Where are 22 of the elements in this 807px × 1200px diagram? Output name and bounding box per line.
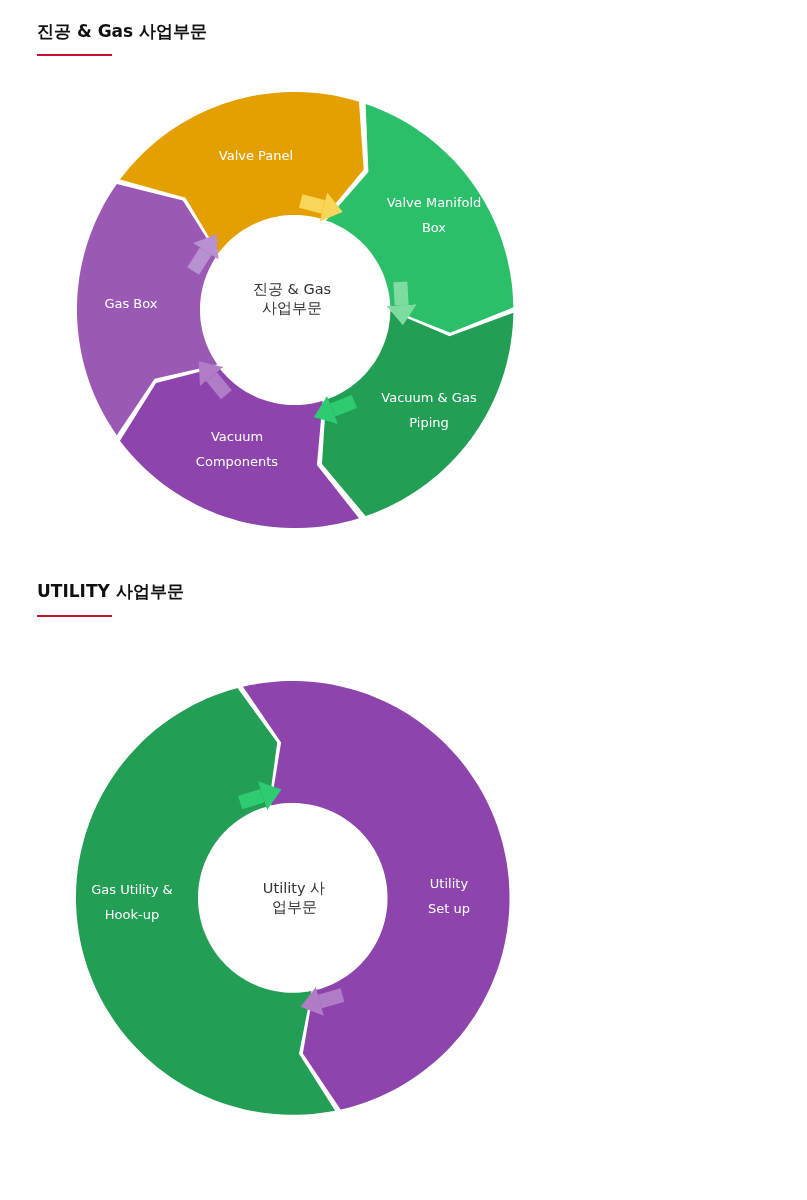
segment-label: Valve Panel — [217, 146, 295, 165]
section-heading: UTILITY 사업부문 — [37, 580, 184, 603]
cycle-segment — [120, 92, 365, 254]
block-arrow — [300, 986, 345, 1016]
segment-label: Vacuum Components — [194, 428, 280, 471]
center-label: 진공 & Gas 사업부문 — [251, 280, 333, 318]
cycle-segment — [321, 311, 513, 517]
block-arrow — [298, 192, 343, 222]
block-arrow — [386, 281, 417, 326]
segment-label: Gas Box — [103, 294, 159, 313]
center-label: Utility 사업부문 — [261, 879, 327, 917]
segment-label: Gas Utility & Hook-up — [90, 881, 174, 924]
block-arrow — [198, 361, 232, 400]
segment-label: Valve Manifold Box — [385, 194, 483, 237]
section-heading: 진공 & Gas 사업부문 — [37, 20, 208, 43]
cycle-segment — [76, 688, 336, 1115]
block-arrow — [187, 234, 219, 275]
segment-label: Vacuum & Gas Piping — [380, 389, 478, 432]
block-arrow — [313, 394, 357, 424]
cycle-segment — [243, 681, 510, 1110]
segment-label: Utility Set up — [427, 875, 471, 918]
block-arrow — [238, 781, 282, 810]
